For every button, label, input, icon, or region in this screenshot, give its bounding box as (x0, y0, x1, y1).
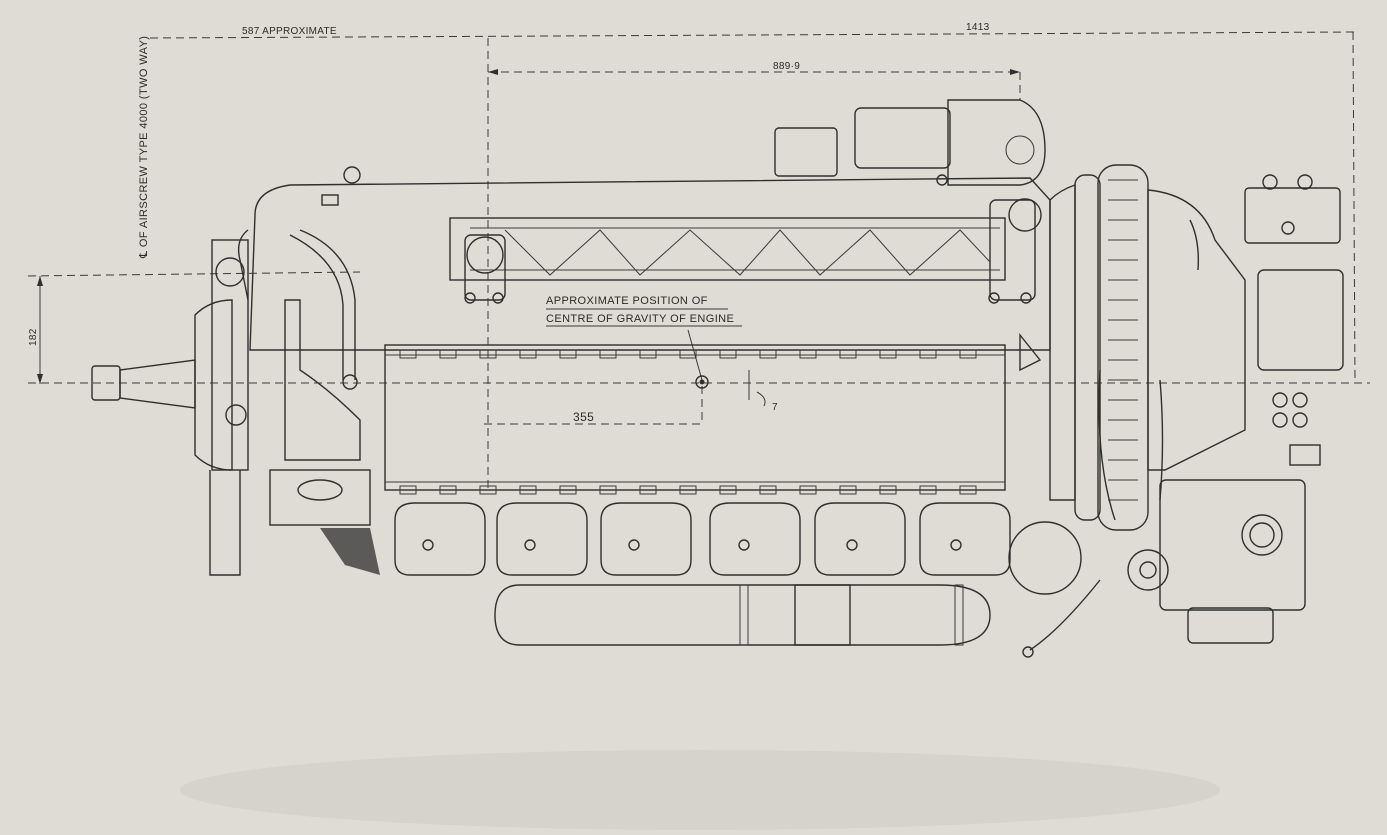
dim-355: 355 (573, 410, 594, 424)
cg-marker (695, 375, 709, 389)
lower-cylinder-covers (394, 502, 1011, 576)
dimension-lines (27, 31, 1370, 492)
cylinder-studs-top (399, 349, 977, 359)
cylinder-studs-bottom (399, 485, 977, 495)
engine-outline (91, 99, 1344, 658)
dim-1413: 1413 (966, 22, 990, 33)
dim-587-approx: 587 APPROXIMATE (242, 26, 337, 37)
dimension-arrows (37, 69, 1020, 384)
paper-shadow (180, 750, 1220, 830)
dim-889-9: 889·9 (773, 61, 800, 72)
cg-label-line2: CENTRE OF GRAVITY OF ENGINE (546, 313, 734, 325)
dim-182: 182 (28, 328, 39, 346)
dim-7: 7 (772, 402, 778, 413)
airscrew-axis-label: ℄ OF AIRSCREW TYPE 4000 (TWO WAY) (138, 36, 150, 259)
cg-label-line1: APPROXIMATE POSITION OF (546, 295, 708, 307)
